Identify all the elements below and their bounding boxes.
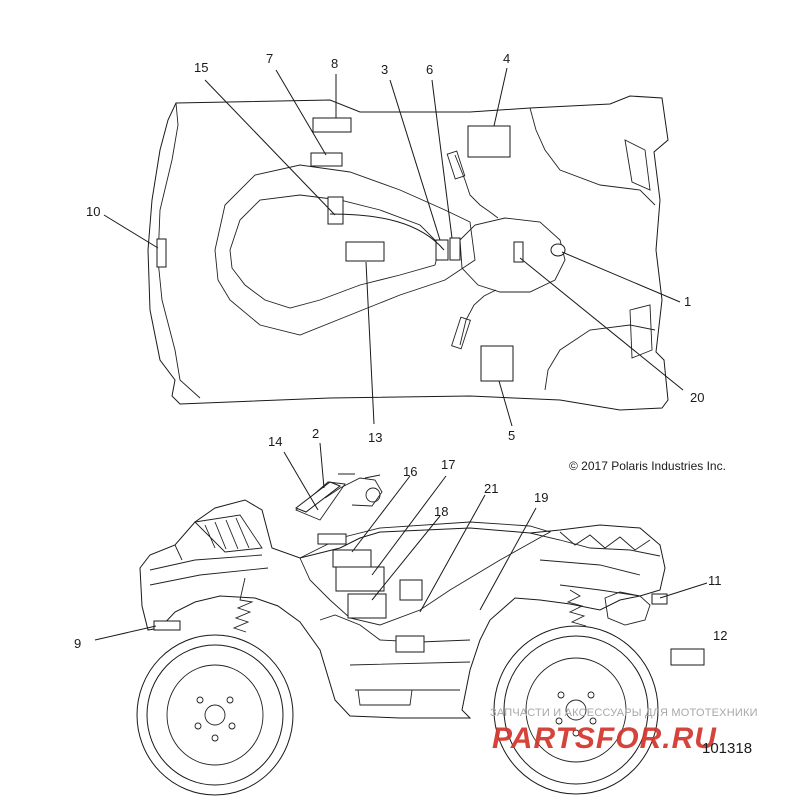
- callout-1: 1: [684, 294, 691, 309]
- decal-10-top: [156, 238, 167, 268]
- figure-number: 101318: [702, 740, 752, 757]
- callout-9: 9: [74, 636, 81, 651]
- decal-15-top: [327, 196, 344, 225]
- decal-6-top: [449, 237, 461, 261]
- callout-21: 21: [484, 481, 498, 496]
- atv-top-view: 15 7 8 3 6 4 10 1 20 13 5: [86, 51, 704, 445]
- callout-10: 10: [86, 204, 100, 219]
- decal-12: [670, 648, 705, 666]
- grip-lower: [451, 316, 471, 350]
- decal-20-top: [513, 241, 524, 263]
- callout-8: 8: [331, 56, 338, 71]
- frame-lower: [319, 614, 471, 691]
- decal-16-side: [332, 549, 372, 568]
- headlight: [604, 591, 651, 626]
- decal-9-side: [153, 620, 181, 631]
- callout-2: 2: [312, 426, 319, 441]
- decal-21-side: [399, 579, 423, 601]
- callout-3: 3: [381, 62, 388, 77]
- copyright-notice: © 2017 Polaris Industries Inc.: [569, 459, 726, 473]
- decal-18-side: [347, 593, 387, 619]
- decal-7-top: [310, 152, 343, 167]
- decal-8-top: [312, 117, 352, 133]
- seat-outer-outline: [214, 164, 476, 336]
- callout-18: 18: [434, 504, 448, 519]
- front-fender-line: [529, 107, 656, 206]
- front-rack-lower: [629, 304, 653, 359]
- handlebar-control: [365, 487, 381, 503]
- callout-11: 11: [708, 573, 722, 588]
- front-shock: [566, 589, 587, 627]
- decal-13-top: [345, 241, 385, 262]
- rear-rack-grid: [194, 514, 263, 553]
- grip-upper: [446, 150, 466, 180]
- watermark-tagline: ЗАПЧАСТИ И АКСЕССУАРЫ ДЛЯ МОТОТЕХНИКИ: [490, 707, 758, 719]
- fuel-tank-outline: [459, 217, 566, 293]
- decal-4-top: [467, 125, 511, 158]
- rear-tail-lines: [149, 544, 269, 586]
- callout-6: 6: [426, 62, 433, 77]
- seat-side: [299, 521, 552, 626]
- decal-side-lower: [395, 635, 425, 653]
- decal-17-side: [335, 566, 385, 592]
- front-rack-side: [559, 531, 651, 551]
- decal-11-side: [651, 593, 668, 605]
- watermark: ЗАПЧАСТИ И АКСЕССУАРЫ ДЛЯ МОТОТЕХНИКИ PA…: [490, 707, 758, 755]
- handlebar-lower: [459, 289, 497, 346]
- front-fender-side: [529, 532, 661, 597]
- footwell: [357, 689, 413, 706]
- callout-16: 16: [403, 464, 417, 479]
- callout-12: 12: [713, 628, 727, 643]
- atv-side-view: 14 2 16 17 21 18 19 11 12 9: [74, 426, 727, 796]
- handlebar-side: [324, 473, 383, 507]
- front-wheel: [493, 625, 659, 795]
- callout-20: 20: [690, 390, 704, 405]
- seat-outline: [229, 194, 441, 309]
- callout-5: 5: [508, 428, 515, 443]
- callout-15: 15: [194, 60, 208, 75]
- callout-4: 4: [503, 51, 510, 66]
- side-view-leader-lines: [94, 442, 708, 641]
- front-fender-line-lower: [544, 324, 656, 391]
- callout-17: 17: [441, 457, 455, 472]
- callout-13: 13: [368, 430, 382, 445]
- rear-wheel: [136, 634, 294, 796]
- decal-14-side: [294, 481, 342, 513]
- callout-7: 7: [266, 51, 273, 66]
- decal-2-side: [317, 533, 347, 545]
- rear-shock: [232, 577, 254, 633]
- rear-fender-side: [139, 499, 666, 719]
- callout-14: 14: [268, 434, 282, 449]
- watermark-brand: PARTSFOR.RU: [492, 722, 717, 755]
- top-view-leader-lines: [103, 67, 684, 427]
- front-rack-upper: [624, 139, 651, 191]
- decal-1-top: [550, 243, 566, 257]
- decal-5-top: [480, 345, 514, 382]
- top-view-body-outline: [147, 95, 669, 411]
- callout-19: 19: [534, 490, 548, 505]
